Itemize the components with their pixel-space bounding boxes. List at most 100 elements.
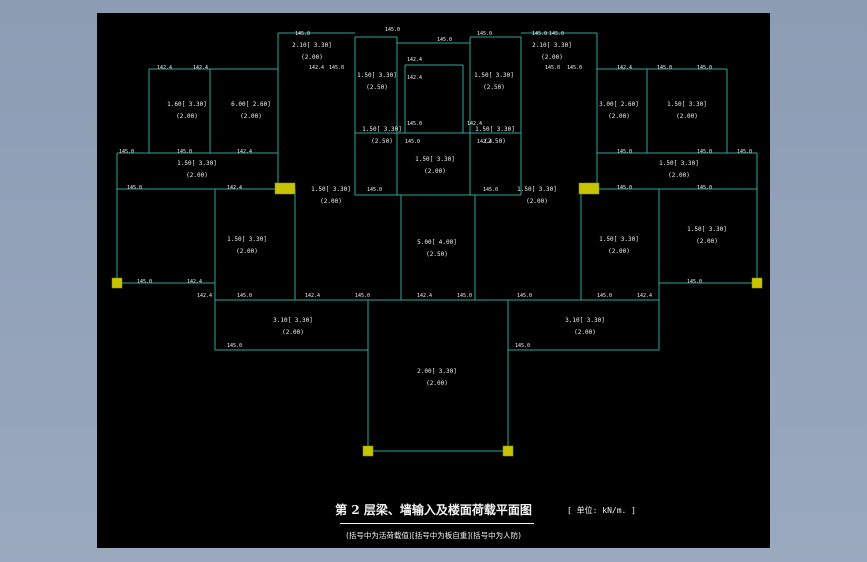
wall-load-label: 145.0 [227,343,242,349]
wall-load-label: 142.4 [187,279,202,285]
room-load-label: 1.60[ 3.30] [167,101,207,108]
wall-load-label: 142.4 [227,185,242,191]
wall-load-label: 145.0 [697,185,712,191]
room-load-label: 1.50[ 3.30] [659,160,699,167]
wall-load-label: 145.0 [532,31,547,37]
room-live-load-label: (2.00) [608,248,630,255]
room-live-load-label: (2.00) [301,54,323,61]
wall-load-label: 142.4 [467,121,482,127]
room-live-load-label: (2.00) [608,113,630,120]
wall-load-label: 145.0 [737,149,752,155]
room-live-load-label: (2.00) [541,54,563,61]
wall-load-label: 142.4 [407,57,422,63]
room-live-load-label: (2.00) [696,238,718,245]
room-load-label: 1.50[ 3.30] [474,72,514,79]
room-live-load-label: (2.00) [676,113,698,120]
column-pad [274,182,296,195]
wall-load-label: 142.4 [197,293,212,299]
drawing-canvas: 2.10[ 3.30] (2.00) 1.50[ 3.30] (2.50) 1.50[ … [97,13,770,548]
wall-load-label: 142.4 [477,139,492,145]
wall-load-label: 145.0 [407,121,422,127]
room-live-load-label: (2.00) [426,380,448,387]
room-live-load-label: (2.00) [282,329,304,336]
room-live-load-label: (2.50) [484,138,506,145]
wall-load-label: 142.4 [637,293,652,299]
walls [116,32,758,452]
wall-load-label: 142.4 [193,65,208,71]
wall-load-label: 145.0 [177,149,192,155]
wall-load-label: 145.0 [367,187,382,193]
wall-load-label: 145.0 [127,185,142,191]
wall-load-label: 145.0 [545,65,560,71]
room-load-label: 1.50[ 3.30] [475,126,515,133]
wall-load-label: 142.4 [237,149,252,155]
room-labels: 2.10[ 3.30] (2.00) 1.50[ 3.30] (2.50) 1.50[ … [167,42,727,387]
wall-load-label: 145.0 [697,65,712,71]
room-live-load-label: (2.00) [526,198,548,205]
wall-load-label: 145.0 [329,65,344,71]
room-load-label: 2.10[ 3.30] [292,42,332,49]
wall-load-label: 145.0 [355,293,370,299]
room-load-label: 1.50[ 3.30] [362,126,402,133]
room-live-load-label: (2.00) [240,113,262,120]
column-pads [111,182,763,457]
wall-load-label: 145.0 [437,37,452,43]
floor-plan: 2.10[ 3.30] (2.00) 1.50[ 3.30] (2.50) 1.50[ … [111,27,763,457]
wall-load-label: 142.4 [407,75,422,81]
wall-load-label: 145.0 [457,293,472,299]
drawing-title: 第 2 层梁、墙输入及楼面荷载平面图 [335,503,532,517]
wall-load-label: 142.4 [157,65,172,71]
room-load-label: 5.00[ 4.00] [417,239,457,246]
wall-load-label: 145.0 [477,31,492,37]
room-load-label: 1.50[ 3.30] [599,236,639,243]
room-load-label: 1.50[ 3.30] [667,101,707,108]
room-live-load-label: (2.00) [574,329,596,336]
wall-load-label: 145.0 [657,65,672,71]
column-pad [502,445,514,457]
room-load-label: 3.00[ 2.60] [599,101,639,108]
drawing-subtitle: (括号中为活荷载值)[括号中为板自重](括号中为人防) [345,531,522,540]
room-live-load-label: (2.00) [668,172,690,179]
wall-load-label: 145.0 [517,293,532,299]
column-pad [751,277,763,289]
wall-load-label: 142.4 [309,65,324,71]
room-live-load-label: (2.00) [176,113,198,120]
wall-load-label: 142.4 [417,293,432,299]
wall-load-label: 145.0 [549,31,564,37]
units-label: [ 单位: kN/m. ] [567,506,636,515]
room-load-label: 1.50[ 3.30] [311,186,351,193]
room-live-load-label: (2.00) [236,248,258,255]
room-live-load-label: (2.00) [320,198,342,205]
room-live-load-label: (2.50) [483,84,505,91]
title-underline [340,523,534,524]
column-pad [111,277,123,289]
room-load-label: 1.50[ 3.30] [687,226,727,233]
wall-load-label: 145.0 [119,149,134,155]
room-load-label: 6.00[ 2.60] [231,101,271,108]
room-live-load-label: (2.50) [371,138,393,145]
room-live-load-label: (2.50) [426,251,448,258]
wall-load-label: 145.0 [137,279,152,285]
room-live-load-label: (2.50) [366,84,388,91]
wall-load-label: 145.0 [385,27,400,33]
wall-load-label: 145.0 [295,31,310,37]
wall-load-label: 145.0 [617,185,632,191]
wall-load-label: 145.0 [617,149,632,155]
room-load-label: 1.50[ 3.30] [357,72,397,79]
wall-load-label: 142.4 [617,65,632,71]
wall-load-label: 145.0 [687,279,702,285]
wall-load-label: 145.0 [597,293,612,299]
room-load-label: 1.50[ 3.30] [415,156,455,163]
wall-load-label: 145.0 [237,293,252,299]
room-live-load-label: (2.00) [186,172,208,179]
room-load-label: 3.10[ 3.30] [273,317,313,324]
room-load-label: 1.50[ 3.30] [517,186,557,193]
wall-load-label: 145.0 [483,187,498,193]
room-load-label: 3.10[ 3.30] [565,317,605,324]
wall-load-label: 145.0 [567,65,582,71]
wall-load-label: 145.0 [405,139,420,145]
room-load-label: 1.50[ 3.30] [177,160,217,167]
column-pad [362,445,374,457]
room-load-label: 2.00[ 3.30] [417,368,457,375]
